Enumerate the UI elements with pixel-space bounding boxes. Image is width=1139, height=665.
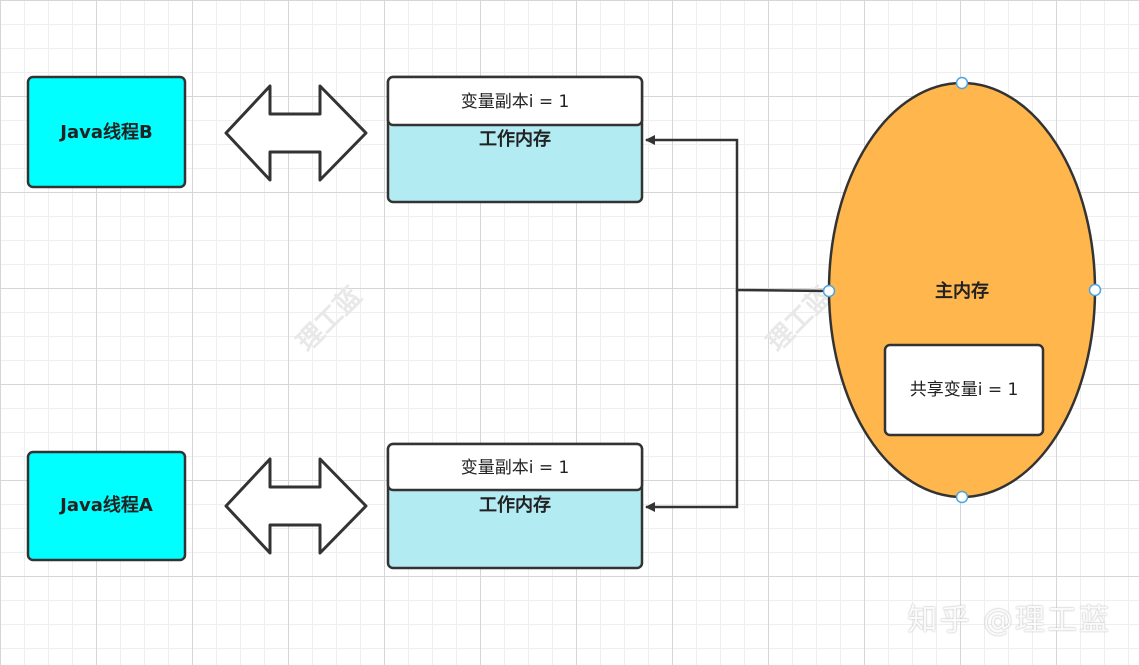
ellipse-handle-bottom[interactable]: [955, 490, 969, 504]
shared-variable-box[interactable]: [883, 343, 1045, 437]
work-memory-bottom-node[interactable]: 变量副本i = 1 工作内存: [386, 442, 644, 570]
thread-a-node[interactable]: Java线程A: [26, 450, 187, 562]
watermark-center-text: 理工蓝: [291, 281, 367, 357]
ellipse-handle-left[interactable]: [822, 284, 836, 298]
bidirectional-arrow-bottom: [224, 457, 368, 555]
work-memory-top-node[interactable]: 变量副本i = 1 工作内存: [386, 75, 644, 204]
work-memory-top-label: 工作内存: [479, 128, 551, 150]
work-memory-bottom-label: 工作内存: [479, 494, 551, 516]
zhihu-brand-watermark: 知乎 @理工蓝: [907, 603, 1111, 638]
shared-variable-text: 共享变量i = 1: [910, 380, 1019, 400]
thread-b-label: Java线程B: [58, 121, 152, 143]
work-memory-bottom-header[interactable]: [386, 442, 644, 492]
work-memory-top-header[interactable]: [386, 75, 644, 127]
work-memory-bottom-header-text: 变量副本i = 1: [461, 458, 570, 478]
ellipse-handle-top[interactable]: [955, 76, 969, 90]
main-memory-node[interactable]: 主内存 共享变量i = 1: [827, 81, 1097, 499]
ellipse-handle-right[interactable]: [1088, 283, 1102, 297]
thread-b-box[interactable]: [26, 75, 187, 189]
watermark-center: 理工蓝: [291, 281, 367, 357]
thread-a-box[interactable]: [26, 450, 187, 562]
connector-main-to-top: [645, 135, 830, 293]
main-memory-label: 主内存: [935, 280, 989, 302]
work-memory-top-header-text: 变量副本i = 1: [461, 92, 570, 112]
connector-main-to-bottom: [645, 290, 739, 512]
thread-b-node[interactable]: Java线程B: [26, 75, 187, 189]
bidirectional-arrow-top: [224, 84, 368, 182]
thread-a-label: Java线程A: [58, 494, 153, 516]
